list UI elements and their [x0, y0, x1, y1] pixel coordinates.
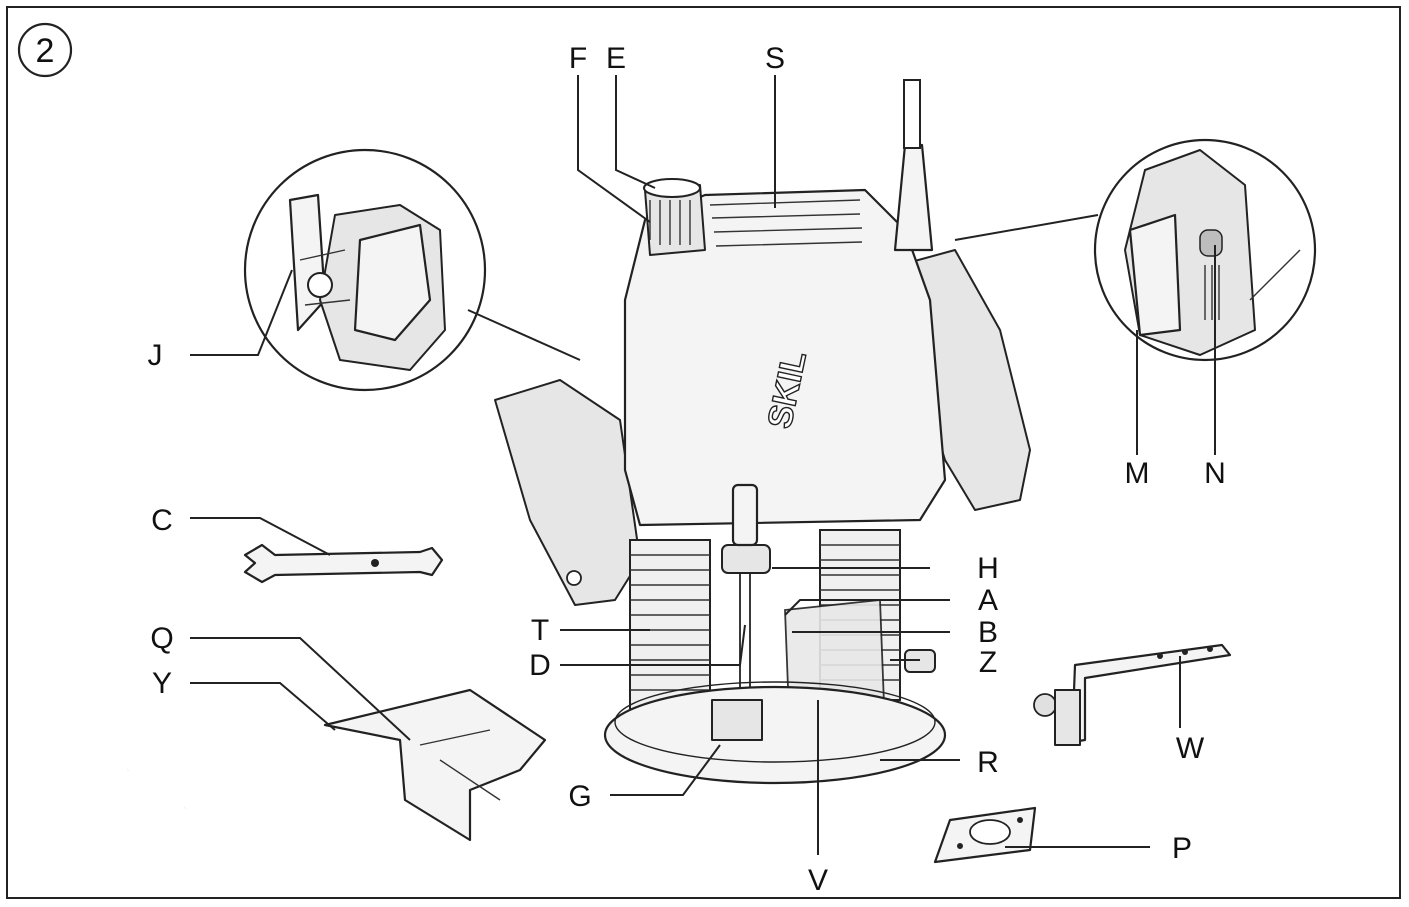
label-a: A — [978, 584, 998, 617]
label-s: S — [765, 42, 785, 75]
label-f: F — [569, 42, 587, 75]
figure-number-badge: 2 — [17, 22, 73, 78]
leader-detail-left — [467, 309, 581, 361]
label-d: D — [529, 649, 551, 682]
figure-number: 2 — [36, 32, 55, 70]
part-p-plate — [933, 806, 1037, 864]
leader-detail-right — [954, 214, 1099, 241]
label-z: Z — [979, 646, 997, 679]
label-g: G — [568, 780, 591, 813]
label-n: N — [1204, 457, 1226, 490]
label-r: R — [977, 746, 999, 779]
part-wrench — [243, 543, 444, 584]
part-parallel-guide — [127, 688, 547, 842]
label-j: J — [148, 339, 163, 372]
label-b: B — [978, 616, 998, 649]
part-w-bracket — [1033, 643, 1232, 746]
detail-circle-switch — [1093, 138, 1317, 362]
label-p: P — [1172, 832, 1192, 865]
label-v: V — [808, 864, 828, 897]
label-t: T — [531, 614, 549, 647]
label-w: W — [1176, 732, 1205, 765]
router-body: SKIL — [494, 79, 1031, 785]
part-labels: F E S J M N C H A B T Z D Q Y W G R V P — [148, 42, 1226, 897]
label-c: C — [151, 504, 173, 537]
label-m: M — [1125, 457, 1150, 490]
leader-lines — [190, 75, 1216, 855]
detail-circle-lock-lever — [243, 148, 487, 392]
label-h: H — [977, 552, 999, 585]
label-q: Q — [150, 622, 173, 655]
label-e: E — [606, 42, 626, 75]
label-y: Y — [152, 667, 172, 700]
